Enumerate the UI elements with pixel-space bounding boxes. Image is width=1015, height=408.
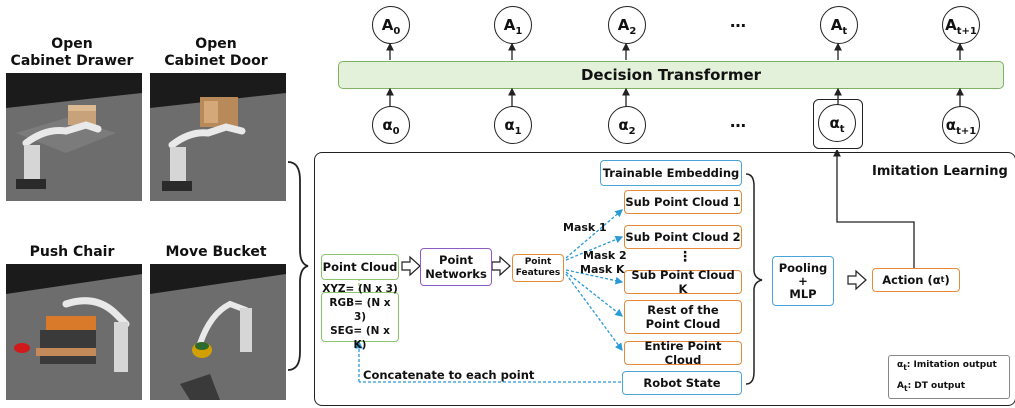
token-a2: α2 bbox=[608, 106, 646, 144]
mask-k-label: Mask K bbox=[580, 263, 625, 276]
point-networks-box: Point Networks bbox=[420, 248, 492, 286]
legend-dt: At: DT output bbox=[897, 380, 966, 393]
entire-point-cloud-box: Entire Point Cloud bbox=[624, 339, 742, 367]
point-features-line2: Features bbox=[515, 268, 561, 278]
sub-point-cloud-k-box: Sub Point Cloud K bbox=[624, 268, 742, 296]
token-At1: At+1 bbox=[942, 6, 980, 44]
thumb-title-door: Open Cabinet Door bbox=[146, 36, 286, 70]
point-features-line1: Point bbox=[524, 257, 552, 267]
rest-line2: Point Cloud bbox=[645, 317, 721, 331]
token-A0: A0 bbox=[372, 6, 410, 44]
point-networks-line1: Point bbox=[439, 253, 473, 267]
desc-rgb: RGB= (N x 3) bbox=[329, 297, 391, 323]
mask-1-label: Mask 1 bbox=[563, 221, 607, 234]
point-cloud-box: Point Cloud bbox=[321, 254, 399, 280]
vertical-dots: ⋮ bbox=[678, 249, 692, 265]
legend-imitation: αt: Imitation output bbox=[897, 360, 997, 372]
thumb-image-door bbox=[150, 73, 286, 201]
brace-icon bbox=[287, 161, 309, 371]
token-A1: A1 bbox=[494, 6, 532, 44]
thumb-title-chair: Push Chair bbox=[29, 244, 115, 260]
thumb-image-chair bbox=[6, 264, 142, 400]
token-At: At bbox=[820, 6, 858, 44]
point-cloud-desc-box: XYZ= (N x 3) RGB= (N x 3) SEG= (N x K) bbox=[321, 283, 399, 351]
thumb-title-bucket: Move Bucket bbox=[165, 244, 267, 260]
decision-transformer-bar: Decision Transformer bbox=[338, 61, 1004, 89]
thumb-title-drawer-line2: Cabinet Drawer bbox=[10, 53, 134, 69]
pooling-line1: Pooling bbox=[778, 260, 828, 275]
thumb-image-drawer bbox=[6, 73, 142, 201]
token-dots-top: … bbox=[730, 12, 746, 31]
pooling-line2: + bbox=[798, 273, 808, 288]
sub-point-cloud-1-box: Sub Point Cloud 1 bbox=[624, 190, 742, 214]
rest-point-cloud-box: Rest of the Point Cloud bbox=[624, 300, 742, 334]
panel-connectors bbox=[355, 150, 915, 385]
thumb-title-drawer-line1: Open bbox=[51, 36, 93, 52]
token-a1: α1 bbox=[494, 106, 532, 144]
pooling-line3: MLP bbox=[789, 286, 817, 301]
thumb-title-door-line2: Cabinet Door bbox=[164, 53, 268, 69]
point-networks-line2: Networks bbox=[425, 267, 487, 281]
thumb-image-bucket bbox=[150, 264, 286, 400]
token-A2: A2 bbox=[608, 6, 646, 44]
token-at1: αt+1 bbox=[942, 106, 980, 144]
point-features-box: Point Features bbox=[512, 254, 564, 282]
desc-seg: SEG= (N x K) bbox=[330, 325, 390, 351]
robot-state-box: Robot State bbox=[622, 371, 742, 395]
pooling-mlp-box: Pooling + MLP bbox=[772, 256, 834, 306]
sub-point-cloud-2-box: Sub Point Cloud 2 bbox=[624, 225, 742, 249]
trainable-embedding-box: Trainable Embedding bbox=[600, 160, 742, 186]
imitation-learning-panel bbox=[314, 152, 1015, 406]
concat-label: Concatenate to each point bbox=[363, 368, 535, 382]
desc-xyz: XYZ= (N x 3) bbox=[322, 283, 398, 295]
token-at: αt bbox=[818, 104, 856, 142]
token-a0: α0 bbox=[372, 106, 410, 144]
legend-box: αt: Imitation output At: DT output bbox=[888, 355, 1010, 399]
token-at-highlight bbox=[813, 99, 863, 149]
rest-line1: Rest of the bbox=[647, 303, 719, 317]
mask-2-label: Mask 2 bbox=[583, 249, 627, 262]
panel-title: Imitation Learning bbox=[872, 164, 1008, 179]
thumb-title-door-line1: Open bbox=[195, 36, 237, 52]
transformer-arrows bbox=[386, 42, 964, 110]
thumb-title-drawer: Open Cabinet Drawer bbox=[2, 36, 142, 70]
token-dots-bottom: … bbox=[730, 112, 746, 131]
